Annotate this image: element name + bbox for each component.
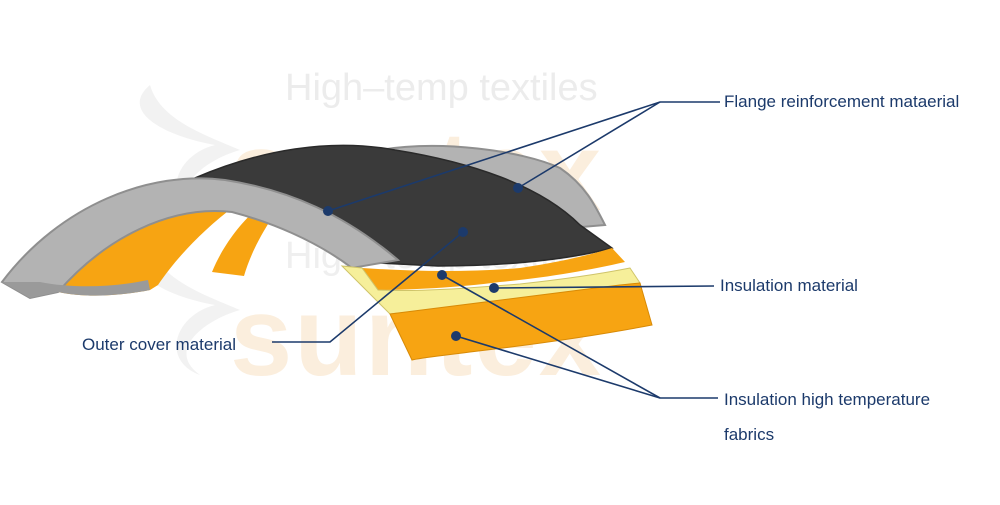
outer-cover-leader xyxy=(272,231,464,343)
insulation-leader xyxy=(493,285,715,289)
arch-inner-lining-right xyxy=(212,205,276,276)
watermark-swirl-icon xyxy=(139,85,240,215)
flange-label: Flange reinforcement mataerial xyxy=(724,92,960,111)
flange-leader-2 xyxy=(517,101,661,189)
leader-lines xyxy=(272,101,720,399)
flange-dot-right xyxy=(513,183,523,193)
watermark-swirl-icon-2 xyxy=(139,245,240,375)
watermark-tagline: High–temp textiles xyxy=(285,67,598,109)
fabric-upper-dot xyxy=(437,270,447,280)
fabrics-label-line2: fabrics xyxy=(724,425,775,444)
outer-cover-label: Outer cover material xyxy=(82,335,236,354)
pointer-dots xyxy=(323,183,523,341)
fabric-lower-dot xyxy=(451,331,461,341)
arch-inner-lining xyxy=(58,195,236,296)
outer-cover-dot xyxy=(458,227,468,237)
flange-dot-left xyxy=(323,206,333,216)
insulation-dot xyxy=(489,283,499,293)
flange-front-edge xyxy=(2,280,150,298)
fabric-upper-layer xyxy=(362,248,625,290)
fabrics-leader-2 xyxy=(455,335,661,399)
fabrics-label-line1: Insulation high temperature xyxy=(724,390,931,409)
insulation-label: Insulation material xyxy=(720,276,858,295)
flange-front-arch xyxy=(0,177,401,300)
